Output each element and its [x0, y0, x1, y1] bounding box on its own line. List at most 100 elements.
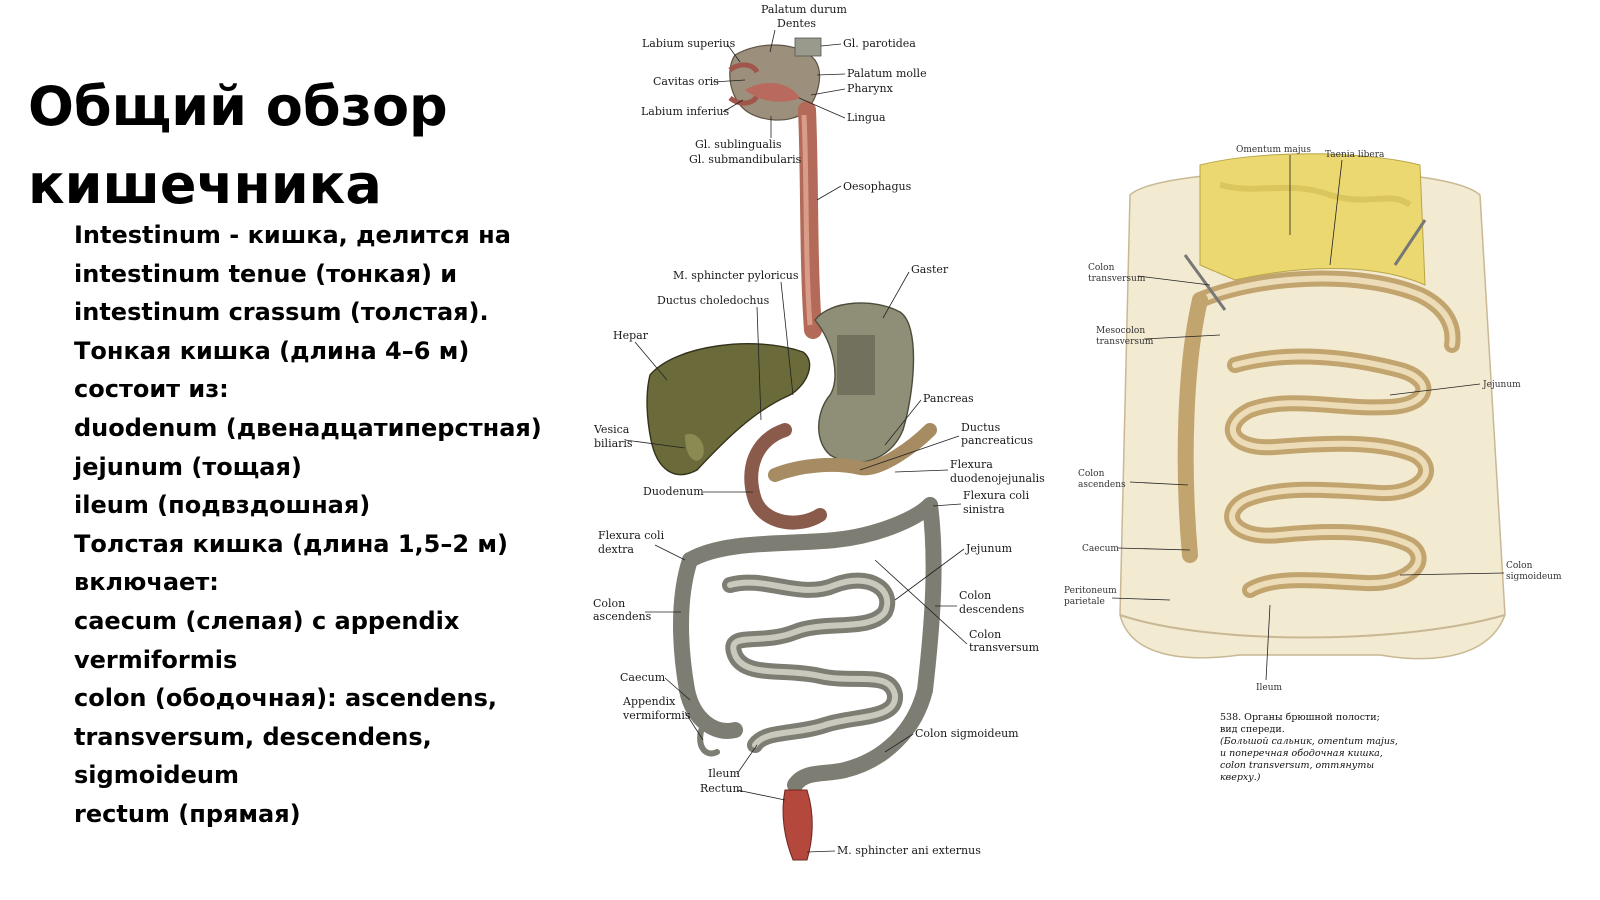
caption-line-1: 538. Органы брюшной полости;: [1220, 712, 1380, 723]
slide-title: Общий обзор кишечника: [28, 68, 588, 224]
body-line: Intestinum - кишка, делится на: [74, 221, 511, 249]
label-mesocolon-1: Mesocolon: [1096, 326, 1145, 336]
label-colon-sigmoideum-r-2: sigmoideum: [1506, 572, 1562, 582]
label-flexura: Flexura: [950, 458, 993, 471]
colon-descendens-drawing: [917, 497, 942, 698]
label-jejunum: Jejunum: [965, 542, 1013, 555]
label-vermiformis: vermiformis: [622, 709, 691, 722]
label-pancreaticus: pancreaticus: [961, 434, 1033, 447]
label-labium-superius: Labium superius: [642, 37, 736, 50]
label-appendix: Appendix: [622, 695, 676, 708]
label-labium-inferius: Labium inferius: [641, 105, 729, 118]
body-line: ileum (подвздошная): [74, 491, 371, 520]
label-colon-descendens-2: descendens: [959, 603, 1025, 616]
colon-transversum-right-highlight: [1197, 275, 1456, 348]
label-ileum-right: Ileum: [1256, 683, 1283, 693]
omentum-texture: [1219, 182, 1412, 208]
label-colon-sigmoideum-r-1: Colon: [1506, 561, 1533, 571]
label-dentes: Dentes: [777, 17, 816, 30]
oesophagus-drawing: [798, 101, 822, 339]
label-cavitas-oris: Cavitas oris: [653, 75, 719, 88]
peritoneum-fold-drawing: [1119, 614, 1506, 639]
label-m-sphincter-pyloricus: M. sphincter pyloricus: [673, 269, 799, 282]
liver-drawing: [646, 343, 811, 476]
label-mesocolon-2: transversum: [1096, 337, 1154, 347]
label-jejunum-right: Jejunum: [1482, 380, 1521, 390]
label-hepar: Hepar: [613, 329, 649, 342]
tongue-drawing: [745, 83, 800, 102]
retractor-right-drawing: [1393, 219, 1427, 266]
label-colon-sigmoideum: Colon sigmoideum: [915, 727, 1019, 740]
leader-lines-left: [624, 29, 968, 853]
body-line: transversum, descendens,: [74, 722, 432, 751]
label-gaster: Gaster: [911, 263, 949, 276]
abdominal-organs-illustration: Omentum majus Taenia libera Colon transv…: [1064, 145, 1562, 783]
omentum-majus-drawing: [1199, 153, 1426, 286]
label-flexura-coli-sinistra-2: sinistra: [963, 503, 1005, 516]
caption-line-4: и поперечная ободочная кишка,: [1220, 748, 1383, 759]
body-line: colon (ободочная): ascendens,: [74, 684, 498, 713]
label-pancreas: Pancreas: [923, 392, 974, 405]
label-palatum-durum: Palatum durum: [761, 3, 847, 16]
gallbladder-drawing: [685, 433, 704, 461]
label-biliaris: biliaris: [594, 437, 633, 450]
label-vesica: Vesica: [593, 423, 630, 436]
label-lingua: Lingua: [847, 111, 886, 124]
label-flexura-coli-sinistra-1: Flexura coli: [963, 489, 1030, 502]
body-line: vermiformis: [74, 645, 238, 674]
body-line: sigmoideum: [74, 761, 239, 790]
parotid-gland-drawing: [794, 37, 822, 57]
caecum-drawing: [679, 682, 743, 739]
label-colon-transversum-r-2: transversum: [1088, 274, 1146, 284]
small-intestine-loops-drawing: [722, 572, 903, 753]
label-gl-parotidea: Gl. parotidea: [843, 37, 916, 50]
small-intestine-right-highlight: [1229, 353, 1429, 593]
label-m-sphincter-ani-externus: M. sphincter ani externus: [837, 844, 981, 857]
label-colon-transversum-r-1: Colon: [1088, 263, 1115, 273]
label-colon-ascendens-r-1: Colon: [1078, 469, 1105, 479]
caption-line-2: вид спереди.: [1220, 724, 1285, 735]
caption-line-5: colon transversum, оттянуты: [1220, 760, 1374, 771]
label-caecum: Caecum: [620, 671, 666, 684]
body-line: rectum (прямая): [74, 799, 301, 828]
colon-transversum-drawing: [682, 497, 938, 568]
label-taenia-libera: Taenia libera: [1325, 150, 1385, 160]
label-ileum: Ileum: [708, 767, 740, 780]
label-peritoneum-1: Peritoneum: [1064, 586, 1117, 596]
label-colon-ascendens-r-2: ascendens: [1078, 480, 1126, 490]
label-flexura-coli-dextra-1: Flexura coli: [598, 529, 665, 542]
label-gl-sublingualis: Gl. sublingualis: [695, 138, 782, 151]
label-rectum: Rectum: [700, 782, 743, 795]
label-oesophagus: Oesophagus: [843, 180, 912, 193]
body-line: caecum (слепая) с appendix: [74, 606, 460, 635]
caption-line-3: (Большой сальник, omentum majus,: [1220, 736, 1398, 747]
label-ductus-choledochus: Ductus choledochus: [657, 294, 770, 307]
caption-line-6: кверху.): [1220, 772, 1261, 783]
retractor-left-drawing: [1183, 254, 1227, 311]
label-duodenum: Duodenum: [643, 485, 704, 498]
body-line: включает:: [74, 568, 219, 597]
colon-ascendens-drawing: [673, 552, 698, 698]
colon-sigmoideum-drawing: [787, 682, 933, 793]
body-line: intestinum crassum (толстая).: [74, 298, 489, 327]
label-colon-ascendens-2: ascendens: [593, 610, 652, 623]
stomach-wall-detail: [837, 335, 875, 395]
label-flexura-coli-dextra-2: dextra: [598, 543, 634, 556]
label-caecum-right: Caecum: [1082, 544, 1119, 554]
label-duodenojejunalis: duodenojejunalis: [950, 472, 1045, 485]
body-line: состоит из:: [74, 375, 229, 404]
label-colon-transversum-1: Colon: [969, 628, 1001, 641]
label-ductus: Ductus: [961, 421, 1001, 434]
rectum-drawing: [782, 789, 813, 861]
slide-title-line-1: Общий обзор: [28, 75, 448, 138]
appendix-drawing: [697, 722, 720, 757]
colon-ascendens-right-drawing: [1177, 292, 1208, 563]
body-line: Тонкая кишка (длина 4–6 м): [74, 336, 470, 365]
leader-lines-right: [1111, 155, 1505, 681]
label-omentum-majus: Omentum majus: [1236, 145, 1311, 155]
label-pharynx: Pharynx: [847, 82, 894, 95]
label-palatum-molle: Palatum molle: [847, 67, 927, 80]
slide-body-text: Intestinum - кишка, делится на intestinu…: [74, 216, 594, 834]
duodenum-drawing: [744, 423, 827, 530]
label-peritoneum-2: parietale: [1064, 597, 1105, 607]
